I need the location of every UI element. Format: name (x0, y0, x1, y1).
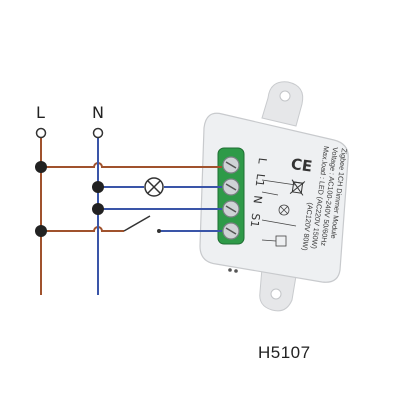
live-wires (40, 138, 222, 295)
terminal-label-n: N (251, 195, 265, 205)
terminal-block-housing (217, 147, 245, 245)
switch-contact (157, 229, 161, 233)
certification-marks: CE (289, 155, 314, 196)
neutral-label: N (92, 103, 104, 122)
model-label: H5107 (258, 343, 311, 362)
terminal-label-l1: L1 (253, 173, 268, 188)
terminal-label-s1: S1 (248, 213, 263, 228)
weee-bin-icon (289, 179, 306, 196)
terminal-label-l: L (255, 157, 269, 166)
neutral-terminal-circle (92, 127, 104, 139)
terminal-block (217, 147, 245, 245)
live-label: L (36, 103, 45, 122)
terminal-screw (222, 200, 240, 218)
internal-schematic (261, 179, 297, 247)
live-to-switch-wire (41, 226, 124, 232)
terminal-screw (222, 222, 240, 240)
wall-switch (123, 215, 161, 233)
ce-mark-icon: CE (290, 155, 314, 176)
lamp-icon (144, 177, 164, 197)
top-mount-tab (261, 81, 304, 127)
status-led-dot (234, 269, 238, 273)
top-mount-hole (279, 90, 291, 102)
junction-dot (92, 203, 104, 215)
terminal-screw (222, 156, 240, 174)
bottom-mount-hole (270, 288, 282, 300)
junction-dot (92, 181, 104, 193)
live-to-l-wire (41, 162, 222, 168)
terminal-labels: L L1 N S1 (248, 157, 269, 228)
live-terminal-circle (35, 127, 47, 139)
status-led-dot (228, 268, 232, 272)
terminal-screw (222, 178, 240, 196)
junction-dot (35, 161, 47, 173)
neutral-wires (97, 138, 222, 295)
junction-dot (35, 225, 47, 237)
switch-lever (123, 215, 151, 232)
